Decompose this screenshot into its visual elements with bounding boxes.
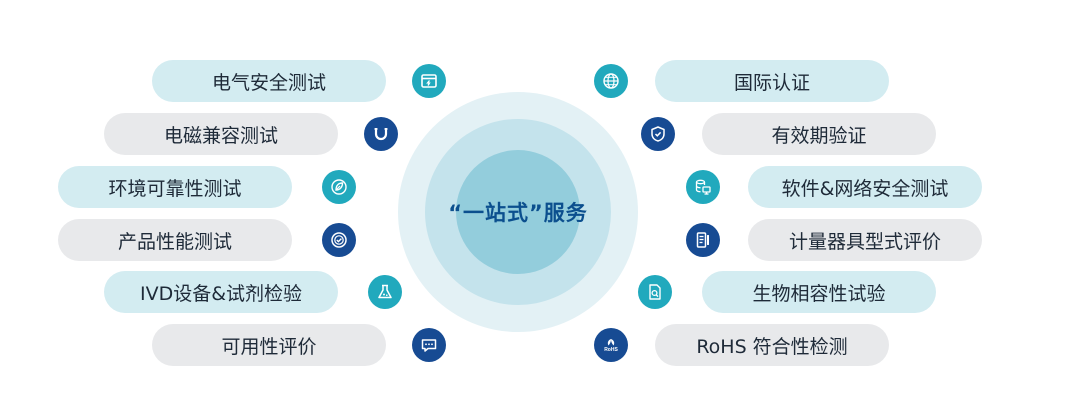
item-label: 产品性能测试 (117, 230, 232, 253)
item-label: 生物相容性试验 (752, 282, 886, 305)
item-label: 软件&网络安全测试 (781, 177, 949, 200)
item-biocompatibility[interactable]: 生物相容性试验 (702, 271, 936, 313)
item-label: 国际认证 (733, 71, 810, 94)
item-emc[interactable]: 电磁兼容测试 (104, 113, 338, 155)
center-concentric-circles: “一站式”服务 (398, 92, 638, 332)
item-label: 环境可靠性测试 (108, 177, 242, 200)
item-label: 电气安全测试 (211, 71, 326, 94)
item-rohs-compliance[interactable]: RoHS 符合性检测 (655, 324, 889, 366)
item-environmental-reliability[interactable]: 环境可靠性测试 (58, 166, 292, 208)
item-product-performance[interactable]: 产品性能测试 (58, 219, 292, 261)
item-label: IVD设备&试剂检验 (139, 282, 303, 305)
document-search-icon (638, 275, 672, 309)
magnet-icon (364, 117, 398, 151)
item-label: 计量器具型式评价 (788, 230, 941, 253)
leaf-icon (322, 170, 356, 204)
badge-check-icon (322, 223, 356, 257)
database-monitor-icon (686, 170, 720, 204)
item-label: 可用性评价 (221, 335, 317, 358)
item-label: 有效期验证 (771, 124, 867, 147)
item-measuring-instrument-evaluation[interactable]: 计量器具型式评价 (748, 219, 982, 261)
item-label: 电磁兼容测试 (163, 124, 278, 147)
item-ivd-equipment[interactable]: IVD设备&试剂检验 (104, 271, 338, 313)
inner-ring (456, 150, 580, 274)
item-international-certification[interactable]: 国际认证 (655, 60, 889, 102)
document-icon (686, 223, 720, 257)
item-software-network-security[interactable]: 软件&网络安全测试 (748, 166, 982, 208)
item-usability-evaluation[interactable]: 可用性评价 (152, 324, 386, 366)
shield-check-icon (641, 117, 675, 151)
rohs-icon-text: RoHS (604, 347, 618, 353)
item-label: RoHS 符合性检测 (696, 335, 848, 358)
chat-icon (412, 328, 446, 362)
globe-icon (594, 64, 628, 98)
flask-icon (368, 275, 402, 309)
window-icon (412, 64, 446, 98)
rohs-icon: RoHS (594, 328, 628, 362)
item-shelf-life-validation[interactable]: 有效期验证 (702, 113, 936, 155)
item-electrical-safety[interactable]: 电气安全测试 (152, 60, 386, 102)
center-title: “一站式”服务 (448, 201, 588, 225)
